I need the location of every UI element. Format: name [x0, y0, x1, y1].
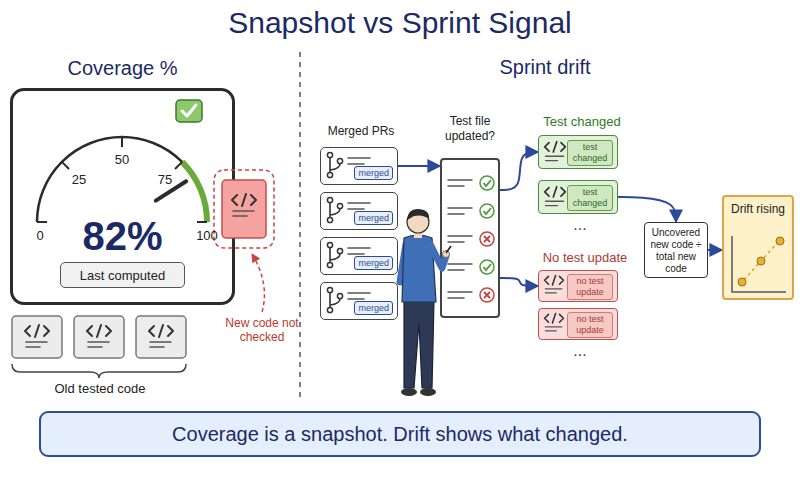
node-text: merged — [354, 211, 393, 225]
row-lines — [448, 180, 472, 298]
person-hair — [407, 209, 429, 220]
section-divider — [299, 52, 301, 398]
cross-mark — [484, 236, 490, 242]
data-dot — [757, 257, 765, 265]
branch-icon — [327, 152, 370, 177]
check-circle — [480, 176, 494, 190]
test-changed-card: test changed — [538, 135, 618, 169]
check-mark — [182, 105, 196, 116]
new-code-card — [222, 180, 266, 238]
node-text: merged — [354, 166, 393, 180]
label: Sprint drift — [470, 56, 620, 79]
check-mark — [484, 264, 492, 270]
node-text: Test file updated? — [428, 114, 512, 144]
checklist-rows — [448, 176, 494, 302]
label: 25 — [66, 172, 92, 187]
code-card — [12, 316, 62, 358]
label: 100 — [190, 228, 224, 243]
node-text: merged — [354, 301, 393, 315]
person-shoe — [401, 388, 417, 396]
pen — [446, 246, 451, 253]
node-text: merged — [354, 256, 393, 270]
node-text: no test update — [567, 312, 613, 338]
formula-box: Uncovered new code ÷ total new code — [644, 222, 708, 278]
test-changed-card: test changed — [538, 180, 618, 214]
cross-circle — [480, 288, 494, 302]
node-text: Uncovered new code ÷ total new code — [648, 227, 704, 275]
code-card — [74, 316, 124, 358]
node-text: Coverage % — [13, 57, 232, 80]
drift-chart — [732, 236, 786, 292]
branch-icon — [327, 287, 370, 312]
label: 50 — [110, 152, 134, 167]
person-figure — [400, 209, 451, 396]
label: No test update — [530, 250, 640, 265]
flow-arrow — [500, 278, 538, 286]
cross-mark — [484, 292, 490, 298]
check-circle — [480, 204, 494, 218]
person-legs — [404, 300, 434, 388]
check-badge — [176, 100, 202, 122]
branch-icon — [327, 242, 370, 267]
check-mark — [484, 208, 492, 214]
label: New code not checked — [222, 316, 302, 344]
title: Snapshot vs Sprint Signal — [0, 6, 800, 40]
branch-icon — [327, 197, 370, 222]
check-circle — [480, 260, 494, 274]
status-pill: Last computed — [60, 262, 185, 288]
flow-arrow — [708, 249, 722, 251]
person-hand — [443, 251, 450, 258]
code-icon — [545, 314, 564, 331]
data-dot — [776, 237, 784, 245]
label: 0 — [30, 228, 50, 243]
code-icon — [545, 142, 566, 161]
pr-icons — [327, 152, 370, 312]
caption-bar — [40, 412, 760, 456]
code-icon — [545, 276, 564, 293]
node-text: test changed — [567, 185, 613, 211]
old-code-cards — [12, 316, 186, 358]
dashed-highlight — [214, 170, 274, 248]
label: Old tested code — [30, 381, 170, 396]
node-text: no test update — [567, 274, 613, 300]
node-text: Last computed — [80, 268, 165, 283]
chart-axes — [732, 236, 786, 292]
code-icon — [232, 194, 256, 216]
code-icon — [149, 325, 173, 347]
check-mark — [484, 180, 492, 186]
drift-panel: Drift rising — [722, 195, 794, 300]
label: Merged PRs — [316, 124, 406, 138]
leader-line — [252, 254, 264, 312]
flow-arrow — [500, 152, 538, 190]
node-text: Drift rising — [726, 202, 790, 216]
gauge-ticks — [37, 137, 207, 222]
code-icon — [545, 187, 566, 206]
code-icon — [87, 325, 111, 347]
gauge-green-zone — [182, 162, 207, 222]
cross-circle — [480, 232, 494, 246]
flow-arrow — [398, 165, 440, 167]
label: Test changed — [534, 114, 630, 129]
data-dot — [738, 278, 746, 286]
flow-arrow — [618, 197, 676, 222]
trend-line — [740, 238, 782, 284]
no-test-card: no test update — [538, 270, 618, 302]
node-text: test changed — [567, 140, 613, 166]
code-card — [136, 316, 186, 358]
no-test-card: no test update — [538, 308, 618, 340]
label: 75 — [152, 172, 178, 187]
gauge-arc — [37, 137, 207, 222]
caption: Coverage is a snapshot. Drift shows what… — [40, 412, 760, 456]
label: ... — [560, 216, 600, 234]
person-shoe — [420, 388, 436, 396]
bracket — [12, 364, 186, 378]
label: ... — [560, 342, 600, 360]
code-icon — [25, 325, 49, 347]
